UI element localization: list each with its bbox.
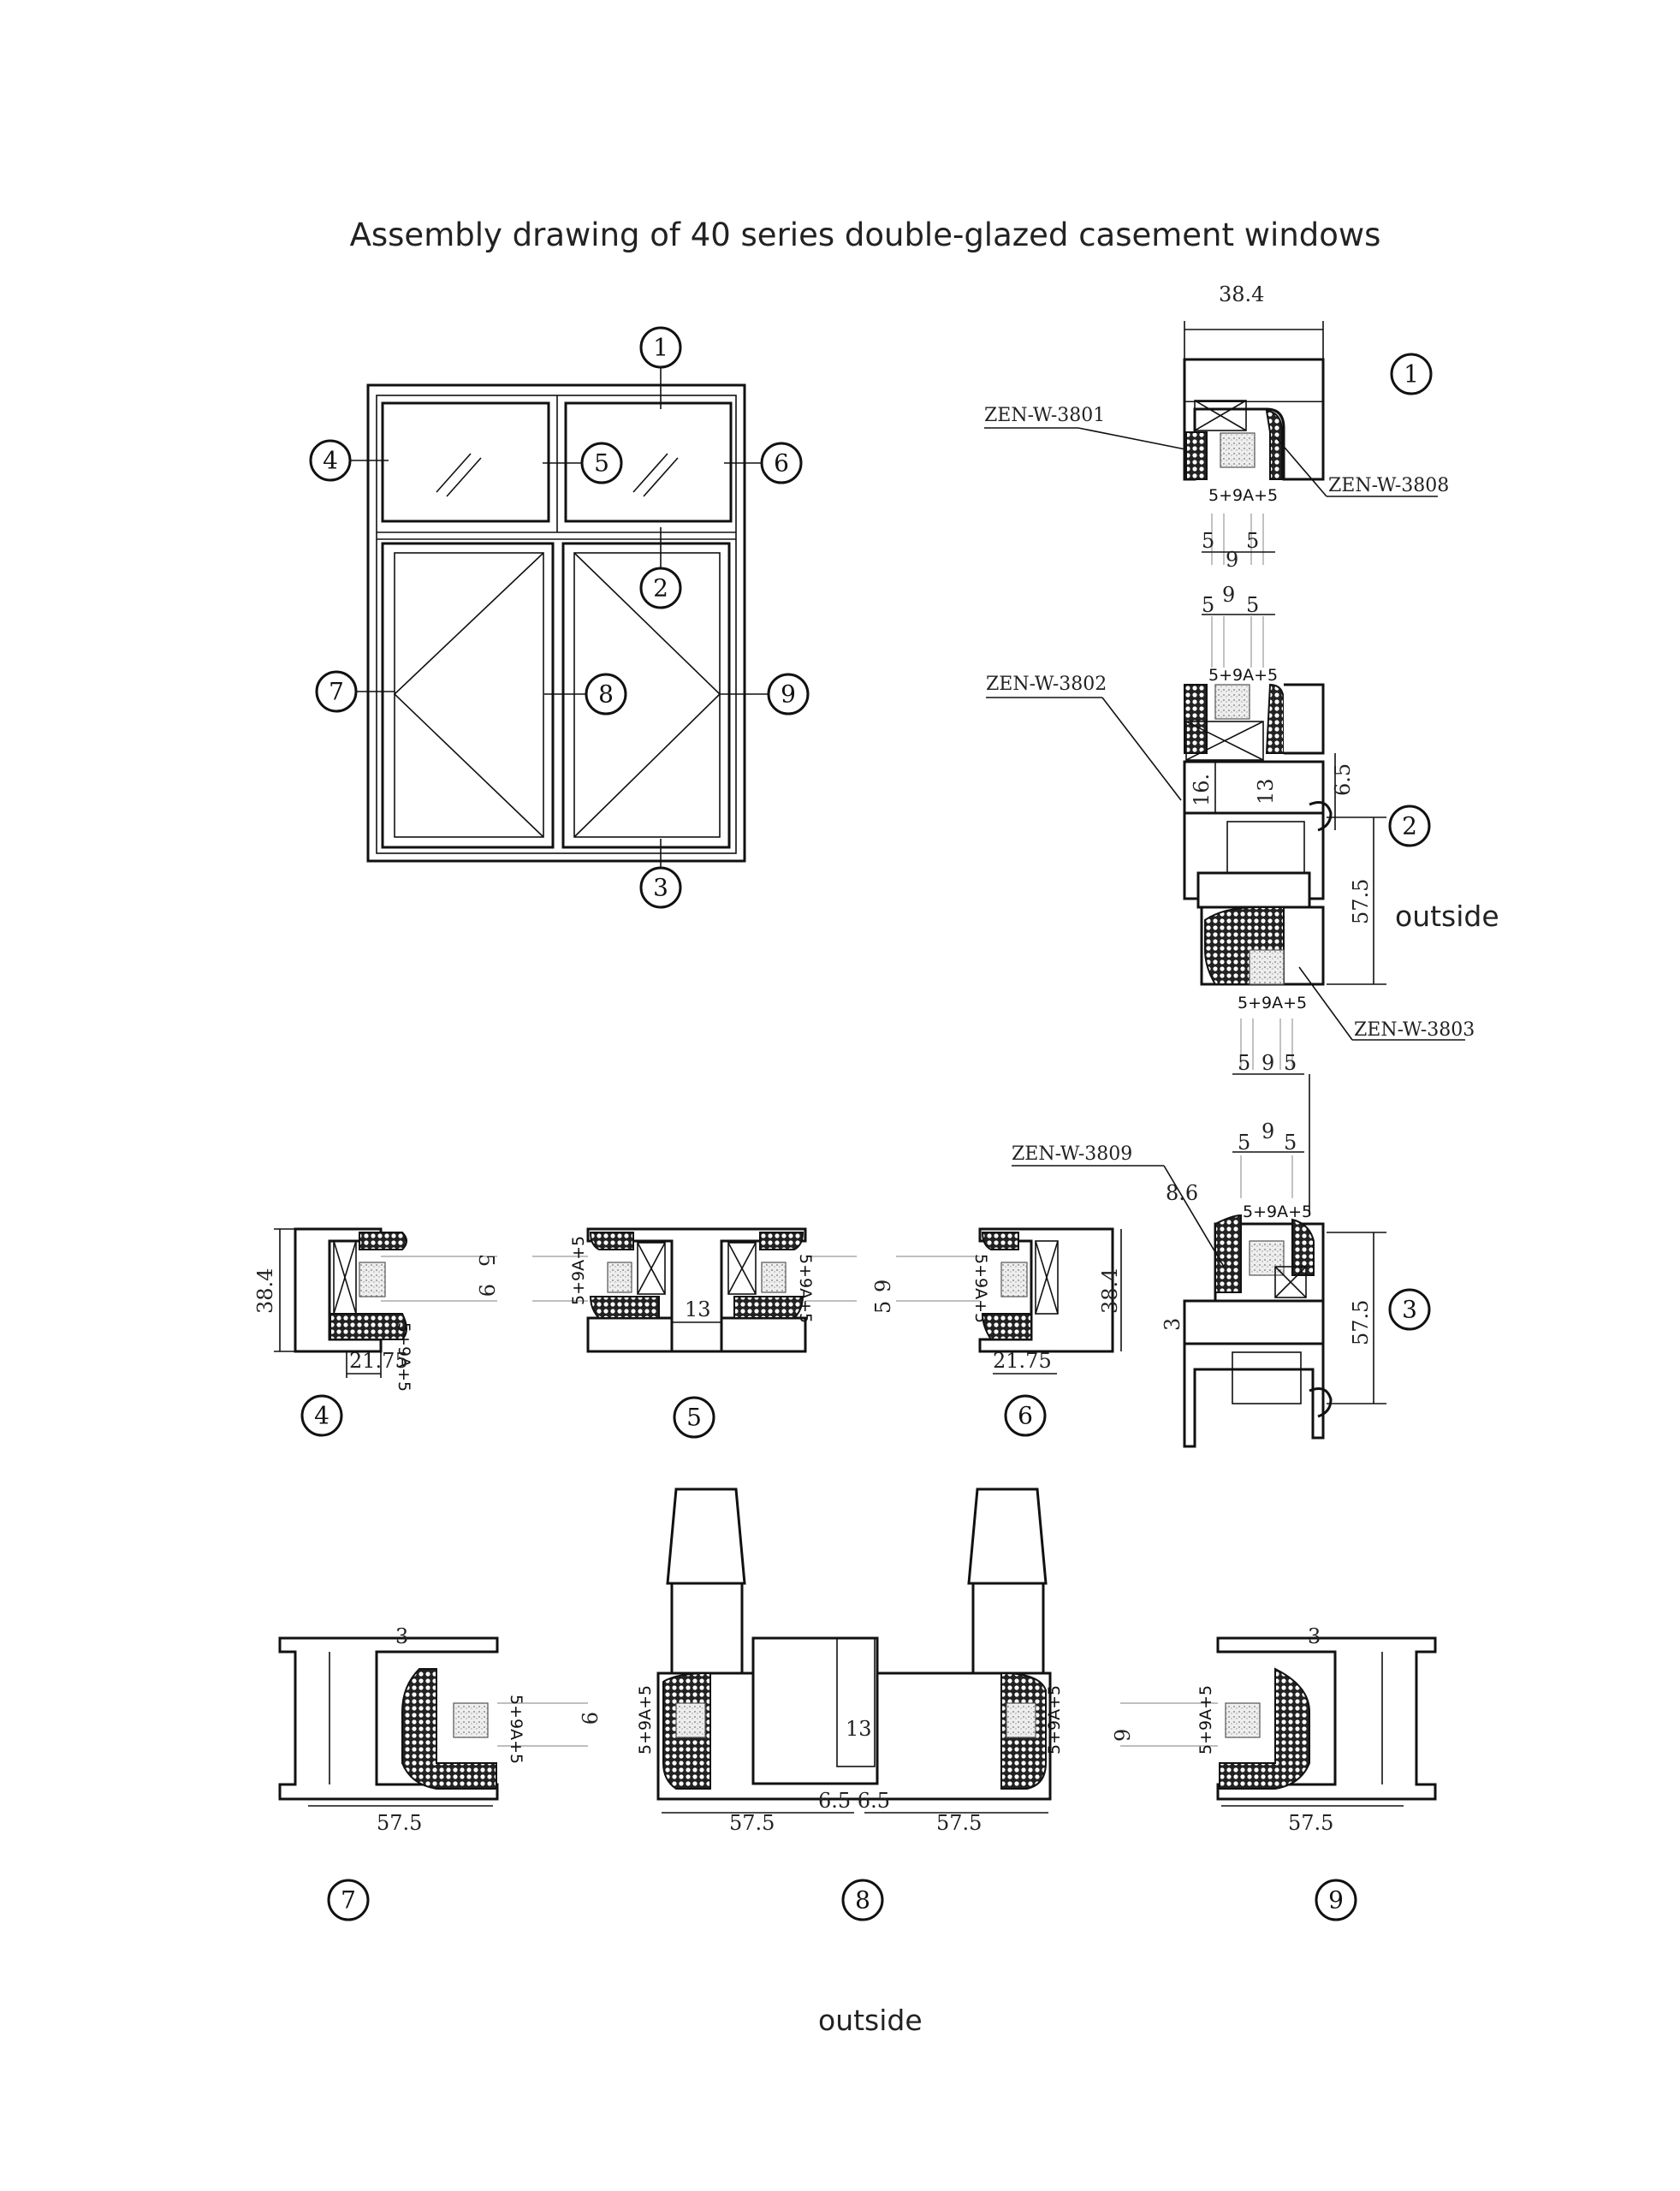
dim-21-75-right: 21.75 (993, 1349, 1052, 1373)
dim-5: 5 (1202, 593, 1214, 617)
sections-7-8-9: 5+9A+5 9 3 57.5 7 5+9A+5 5+9A+5 13 6.5 6… (278, 1487, 1437, 2037)
dim-9: 9 (1222, 583, 1235, 607)
elevation-callouts: 1 2 3 4 5 6 7 8 9 (309, 326, 810, 909)
dim-6-5-pair: 6.5 6.5 (818, 1789, 890, 1813)
dim-9: 9 (577, 1712, 601, 1725)
dim-5: 5 (1238, 1131, 1250, 1155)
callout-2: 2 (653, 574, 668, 603)
outside-label-bottom: outside (818, 2004, 923, 2037)
glazing-label-sec8a: 5+9A+5 (636, 1685, 655, 1755)
glazing-label-3: 5+9A+5 (1238, 994, 1307, 1012)
glazing-label-2: 5+9A+5 (1208, 666, 1278, 685)
dim-16: 16. (1190, 774, 1214, 806)
dim-57-5-sec8b: 57.5 (936, 1811, 982, 1835)
outside-label-right: outside (1395, 900, 1499, 933)
section-callout-4: 4 (314, 1402, 329, 1430)
glazing-label-sec5a: 5+9A+5 (569, 1236, 588, 1305)
dim-21-75-left: 21.75 (349, 1349, 408, 1373)
sections-4-5-6: 38.4 5+9A+5 5 9 21.75 4 5+9A+5 5+9A+5 13… (253, 1227, 1122, 1439)
dim-3-right: 3 (1308, 1624, 1321, 1648)
part-label-3802: ZEN-W-3802 (986, 674, 1107, 695)
handle-left (666, 1487, 746, 1585)
dim-5: 5 (1246, 529, 1259, 553)
dim-9: 9 (871, 1280, 895, 1292)
dim-57-5-sec7: 57.5 (377, 1811, 422, 1835)
section-callout-5: 5 (686, 1404, 702, 1432)
section-callout-1: 1 (1404, 360, 1419, 389)
dim-9: 9 (1261, 1119, 1274, 1143)
glazing-label-sec4: 5+9A+5 (395, 1322, 413, 1392)
callout-3: 3 (653, 874, 668, 902)
dim-57-5-sill: 57.5 (1349, 1300, 1373, 1345)
dim-57-5-transom: 57.5 (1349, 879, 1373, 924)
dim-5: 5 (1284, 1051, 1297, 1075)
glazing-label-sec5b: 5+9A+5 (796, 1254, 815, 1323)
part-label-3808: ZEN-W-3808 (1328, 475, 1449, 496)
dim-5: 5 (474, 1254, 498, 1267)
callout-6: 6 (774, 449, 789, 478)
dim-5: 5 (1238, 1051, 1250, 1075)
dim-57-5-sec8a: 57.5 (729, 1811, 775, 1835)
callout-9: 9 (781, 680, 796, 709)
callout-1: 1 (653, 334, 668, 362)
dim-57-5-sec9: 57.5 (1288, 1811, 1333, 1835)
dim-6-5: 6.5 (1331, 763, 1355, 796)
dim-13-mullion: 13 (685, 1297, 711, 1321)
section-callout-9: 9 (1328, 1886, 1344, 1915)
callout-8: 8 (598, 680, 614, 709)
window-elevation (350, 367, 769, 868)
dim-38-4-left: 38.4 (253, 1268, 277, 1314)
callout-7: 7 (329, 678, 344, 706)
section-callout-3: 3 (1402, 1296, 1417, 1324)
section-callout-2: 2 (1402, 812, 1417, 840)
handle-right (967, 1487, 1048, 1585)
dim-9: 9 (1226, 548, 1238, 572)
dim-5: 5 (1284, 1131, 1297, 1155)
part-label-3801: ZEN-W-3801 (984, 405, 1105, 426)
glazing-label-sec7: 5+9A+5 (507, 1695, 525, 1764)
dim-5: 5 (1202, 529, 1214, 553)
dim-13-sec8: 13 (846, 1717, 872, 1741)
drawing-title: Assembly drawing of 40 series double-gla… (350, 217, 1381, 253)
vertical-section: 38.4 5+9A+5 5 5 9 ZEN-W-3801 ZEN-W-3808 … (984, 282, 1499, 1448)
dim-9: 9 (1111, 1729, 1135, 1742)
dim-13: 13 (1254, 778, 1278, 805)
part-label-3803: ZEN-W-3803 (1354, 1019, 1475, 1041)
glazing-label-sec8b: 5+9A+5 (1045, 1685, 1064, 1755)
dim-9: 9 (1261, 1051, 1274, 1075)
dim-5: 5 (871, 1301, 895, 1314)
dim-38-4-right: 38.4 (1098, 1268, 1122, 1314)
callout-5: 5 (594, 449, 609, 478)
dim-3-left: 3 (395, 1624, 408, 1648)
part-label-3809: ZEN-W-3809 (1012, 1143, 1132, 1165)
dim-top-width: 38.4 (1219, 282, 1264, 306)
section-callout-6: 6 (1018, 1402, 1033, 1430)
dim-5: 5 (1246, 593, 1259, 617)
dim-3-sill: 3 (1161, 1318, 1184, 1331)
section-callout-8: 8 (855, 1886, 870, 1915)
glazing-label-1: 5+9A+5 (1208, 486, 1278, 505)
dim-8-6: 8.6 (1166, 1181, 1198, 1205)
callout-4: 4 (323, 447, 338, 475)
glazing-label-4: 5+9A+5 (1243, 1202, 1312, 1221)
section-callout-7: 7 (341, 1886, 356, 1915)
glazing-label-sec6: 5+9A+5 (971, 1254, 990, 1323)
glazing-label-sec9: 5+9A+5 (1196, 1685, 1215, 1755)
dim-9: 9 (474, 1284, 498, 1297)
